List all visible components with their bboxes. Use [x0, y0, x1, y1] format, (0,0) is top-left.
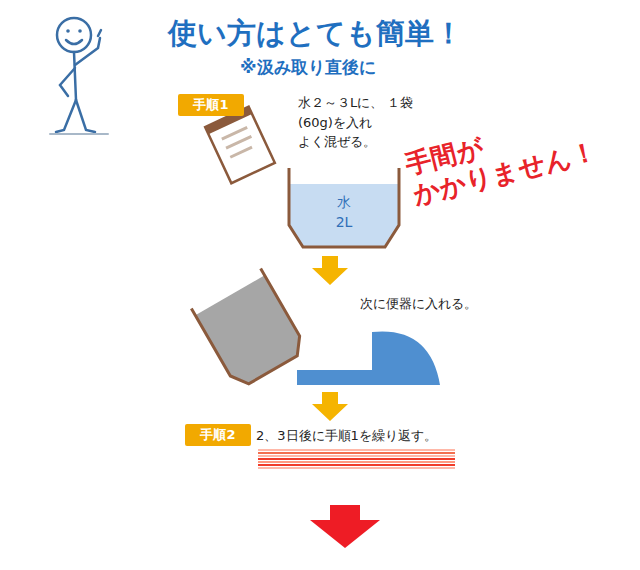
- step-badge: 手順1: [178, 94, 244, 116]
- stick-figure: [50, 18, 108, 134]
- down-arrow: [312, 256, 348, 285]
- title: 使い方はとても簡単！: [150, 14, 480, 54]
- step-instruction: 次に便器に入れる。: [360, 295, 477, 313]
- node-text: 水 2L: [329, 192, 359, 233]
- beaker: 水 2L: [295, 188, 393, 238]
- subtitle-note: ※汲み取り直後に: [240, 56, 376, 79]
- step-instruction: 水２～３Lに、 １袋(60g)を入れ よく混ぜる。: [298, 93, 416, 152]
- water-fill: [289, 184, 399, 247]
- highlight-stripes: [258, 450, 455, 468]
- node-text: 手順1: [178, 96, 244, 114]
- step-instruction: 2、3日後に手順1を繰り返す。: [256, 427, 437, 445]
- pouring-container: [191, 268, 307, 389]
- down-arrow: [312, 392, 348, 421]
- powder-bag: [205, 107, 275, 183]
- step-badge: 手順2: [185, 424, 251, 446]
- big-down-arrow: [310, 505, 380, 548]
- toilet: [297, 331, 440, 385]
- promo-callout: 手間が かかりません！: [402, 103, 611, 212]
- node-text: 手順2: [185, 426, 251, 444]
- beaker-outline: [289, 168, 399, 247]
